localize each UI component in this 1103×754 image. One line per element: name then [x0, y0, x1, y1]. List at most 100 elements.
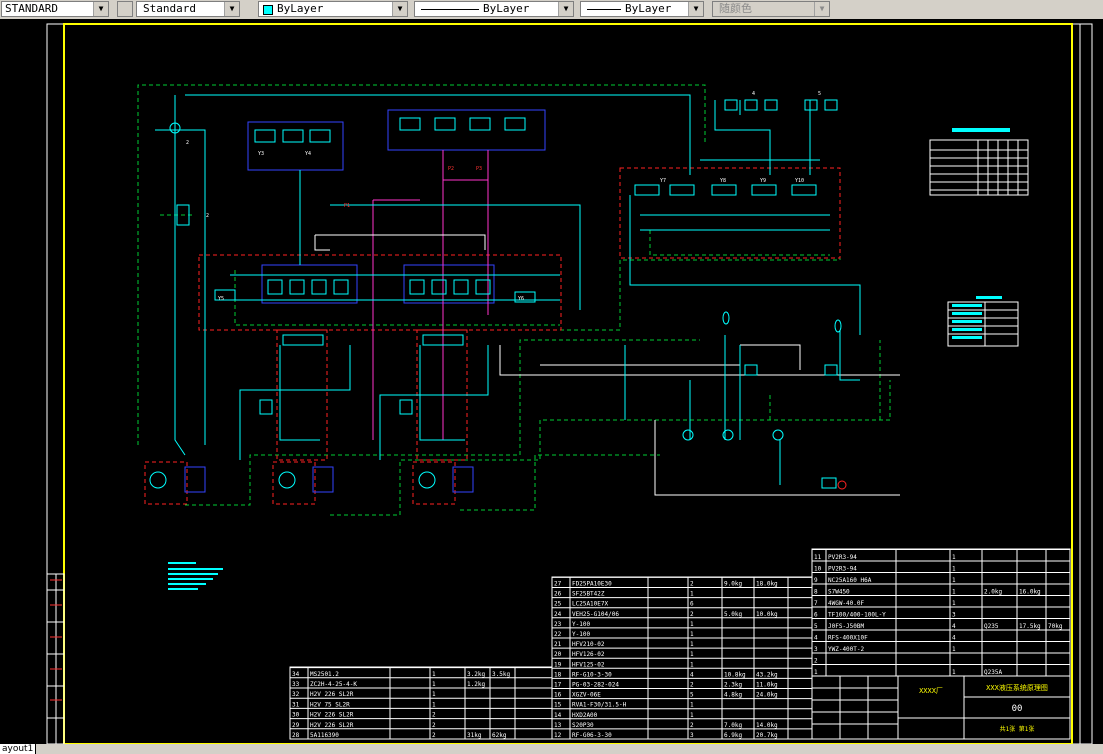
layout-tabs-bar: ayout1: [0, 744, 1103, 754]
bom-cell: 1: [952, 669, 956, 676]
bom-cell: 27: [554, 581, 562, 588]
svg-text:Y8: Y8: [720, 178, 726, 184]
dim-style-value: Standard: [143, 2, 196, 15]
color-select[interactable]: ByLayer ▼: [258, 1, 408, 17]
bom-cell: H2V 226 SL2R: [310, 691, 354, 698]
bom-cell: XGZV-06E: [572, 692, 601, 699]
title-company: XXXX厂: [919, 687, 943, 695]
bom-cell: 2: [690, 682, 694, 689]
bom-cell: 1: [952, 577, 956, 584]
bom-cell: S7W450: [828, 589, 850, 596]
svg-text:Y9: Y9: [760, 178, 766, 184]
bom-cell: SF25BT42Z: [572, 591, 605, 598]
bom-cell: 26: [554, 591, 562, 598]
bom-cell: HFV125-02: [572, 661, 605, 668]
linetype-preview: [421, 9, 479, 10]
bom-cell: MS2501.2: [310, 671, 339, 678]
bom-cell: 5: [690, 692, 694, 699]
bom-cell: 19: [554, 661, 562, 668]
bom-cell: HXD2A00: [572, 712, 598, 719]
bom-cell: J0FS-J50BM: [828, 623, 865, 630]
svg-text:Y4: Y4: [305, 151, 311, 157]
title-drawing-no: 00: [1012, 704, 1023, 714]
bom-cell: S20P30: [572, 722, 594, 729]
bom-cell: 4.8kg: [724, 692, 742, 699]
bom-cell: 10: [814, 566, 822, 573]
bom-cell: PV2R3-94: [828, 554, 857, 561]
bom-cell: 1: [814, 669, 818, 676]
bom-cell: 1: [952, 646, 956, 653]
dim-style-icon[interactable]: [117, 1, 133, 17]
bom-cell: 1: [690, 712, 694, 719]
bom-cell: 14: [554, 712, 562, 719]
bom-cell: 14.0kg: [756, 722, 778, 729]
title-block-grid: [811, 675, 1071, 740]
dim-style-select[interactable]: Standard ▼: [136, 1, 240, 17]
svg-text:5: 5: [818, 91, 821, 97]
chevron-down-icon[interactable]: ▼: [224, 2, 239, 16]
bom-cell: H2V 226 SL2R: [310, 712, 354, 719]
bom-cell: 4WGW-40.0F: [828, 600, 865, 607]
parameter-table: [947, 301, 1019, 347]
svg-text:2: 2: [206, 213, 209, 219]
bom-cell: 18: [554, 671, 562, 678]
bom-cell: Q235: [984, 623, 999, 630]
chevron-down-icon[interactable]: ▼: [558, 2, 573, 16]
bom-cell: 15: [554, 702, 562, 709]
main-lines: [155, 94, 861, 485]
pressure-lines: [314, 234, 900, 496]
bom-cell: 7: [814, 600, 818, 607]
bom-cell: 5: [814, 623, 818, 630]
chevron-down-icon[interactable]: ▼: [93, 2, 108, 16]
svg-text:4: 4: [752, 91, 755, 97]
bom-cell: 3: [814, 646, 818, 653]
bom-cell: 10.8kg: [724, 671, 746, 678]
bom-cell: VEH25-G104/06: [572, 611, 619, 618]
bom-cell: 11.0kg: [756, 682, 778, 689]
bom-cell: 1: [952, 554, 956, 561]
bom-cell: 2: [814, 658, 818, 665]
color-swatch: [263, 5, 273, 15]
bom-cell: 16.0kg: [1019, 589, 1041, 596]
lineweight-select[interactable]: ByLayer ▼: [580, 1, 704, 17]
chevron-down-icon[interactable]: ▼: [392, 2, 407, 16]
bom-cell: 62kg: [492, 732, 507, 739]
bom-cell: HFV210-02: [572, 641, 605, 648]
pump-circles: [149, 122, 847, 490]
bom-cell: 22: [554, 631, 562, 638]
bom-cell: 1: [690, 621, 694, 628]
manifold-blocks: [184, 109, 546, 493]
text-style-select[interactable]: STANDARD ▼: [1, 1, 109, 17]
linetype-select[interactable]: ByLayer ▼: [414, 1, 574, 17]
svg-text:Y5: Y5: [218, 296, 224, 302]
valve-enclosures: [144, 167, 841, 505]
tab-layout1[interactable]: ayout1: [0, 744, 37, 754]
technical-notes: [168, 562, 223, 590]
bom-cell: 2: [432, 732, 436, 739]
bom-cell: 2.3kg: [724, 682, 742, 689]
svg-text:2: 2: [186, 140, 189, 146]
return-lines: [372, 150, 489, 440]
chevron-down-icon[interactable]: ▼: [688, 2, 703, 16]
bom-cell: 1: [432, 691, 436, 698]
bom-cell: 1: [432, 701, 436, 708]
text-style-value: STANDARD: [5, 2, 58, 15]
bom-cell: RVA1-F30/31.5-H: [572, 702, 627, 709]
bom-cell: 31: [292, 701, 300, 708]
bom-cell: 9: [814, 577, 818, 584]
bom-cell: 1: [690, 651, 694, 658]
bom-cell: 1: [690, 591, 694, 598]
bom-cell: 4: [952, 635, 956, 642]
bom-cell: 5.0kg: [724, 611, 742, 618]
bom-cell: RF-G10-3-30: [572, 671, 612, 678]
bom-cell: 13: [554, 722, 562, 729]
bom-cell: LC25A10E7X: [572, 601, 609, 608]
bom-cell: 24: [554, 611, 562, 618]
bom-cell: 12: [554, 732, 562, 739]
bom-cell: 1: [690, 631, 694, 638]
bom-cell: 2: [690, 722, 694, 729]
